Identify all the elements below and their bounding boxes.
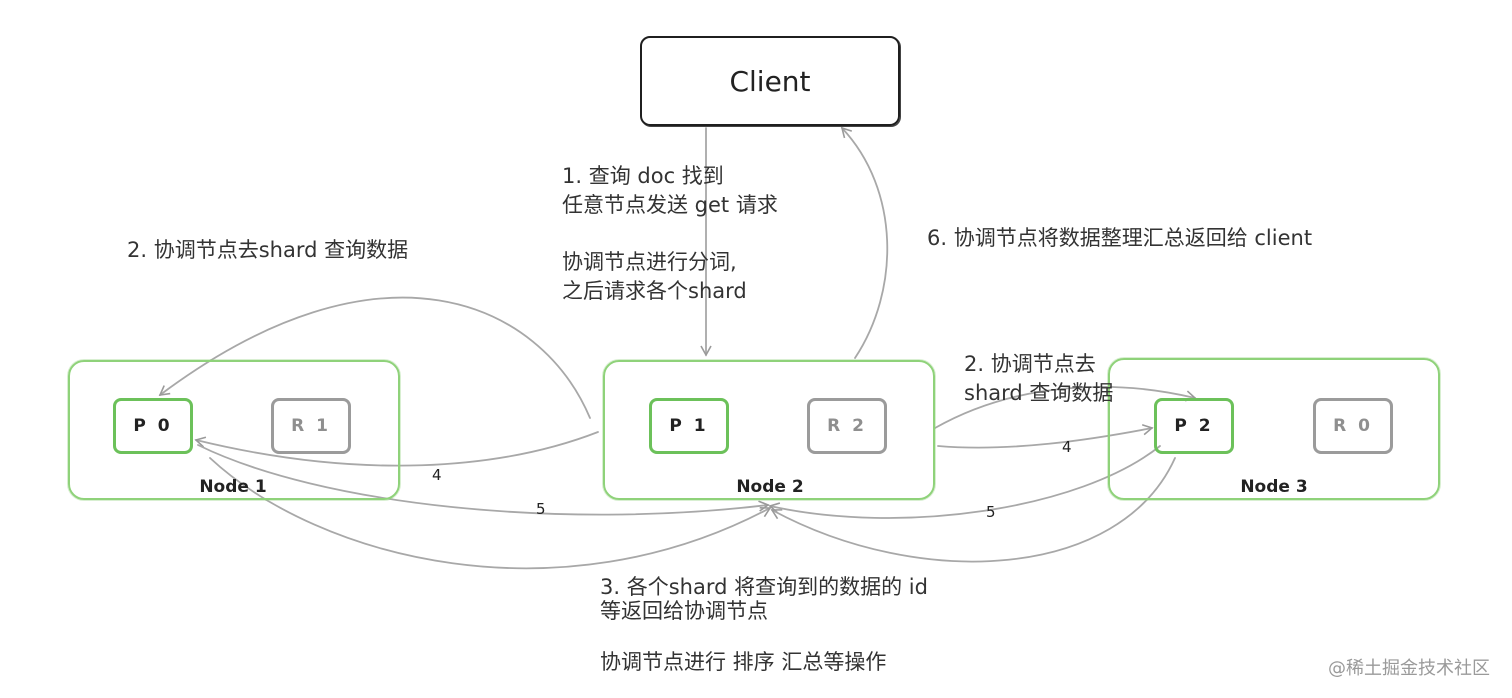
edge-label-left-4: 4 <box>432 466 442 484</box>
arrow-p0-to-node2-5 <box>197 444 770 516</box>
edge-label-left-5: 5 <box>536 500 546 518</box>
step2-right-line1: 2. 协调节点去 <box>964 352 1096 376</box>
arrow-node2-to-client <box>840 126 889 359</box>
client-label: Client <box>729 64 811 98</box>
arrow-node2-to-p0-arc <box>158 296 591 419</box>
edge-label-right-4: 4 <box>1062 438 1072 456</box>
shard-r0: R 0 <box>1313 398 1393 454</box>
arrow-p2-to-node2-arc <box>770 457 1176 563</box>
shard-r2: R 2 <box>807 398 887 454</box>
arrow-node2-to-p2-4 <box>937 424 1154 449</box>
arrow-node2-to-p2-arc <box>934 386 1197 429</box>
step2-right-line2: shard 查询数据 <box>964 381 1114 405</box>
node-2 <box>603 360 935 500</box>
shard-p2: P 2 <box>1154 398 1234 454</box>
watermark: @稀土掘金技术社区 <box>1328 658 1490 679</box>
step2-left: 2. 协调节点去shard 查询数据 <box>127 238 409 262</box>
coord-line2: 之后请求各个shard <box>562 279 747 303</box>
coord-line1: 协调节点进行分词, <box>562 250 737 274</box>
node-3 <box>1108 358 1440 500</box>
arrow-node2-to-p0-4 <box>194 431 599 467</box>
step1-line1: 1. 查询 doc 找到 <box>562 164 724 188</box>
client-box: Client <box>640 36 900 126</box>
arrow-p2-to-node2-5 <box>768 445 1161 519</box>
step1-line2: 任意节点发送 get 请求 <box>562 193 778 217</box>
node-2-label: Node 2 <box>736 477 804 497</box>
shard-p0: P 0 <box>113 398 193 454</box>
step3-line3: 协调节点进行 排序 汇总等操作 <box>600 650 887 674</box>
node-3-label: Node 3 <box>1240 477 1308 497</box>
shard-r1: R 1 <box>271 398 351 454</box>
step6: 6. 协调节点将数据整理汇总返回给 client <box>927 226 1313 250</box>
step3-line2: 等返回给协调节点 <box>600 599 768 623</box>
node-1 <box>68 360 400 500</box>
shard-p1: P 1 <box>649 398 729 454</box>
edge-label-right-5: 5 <box>986 503 996 521</box>
step3-line1: 3. 各个shard 将查询到的数据的 id <box>600 575 928 599</box>
node-1-label: Node 1 <box>199 477 267 497</box>
